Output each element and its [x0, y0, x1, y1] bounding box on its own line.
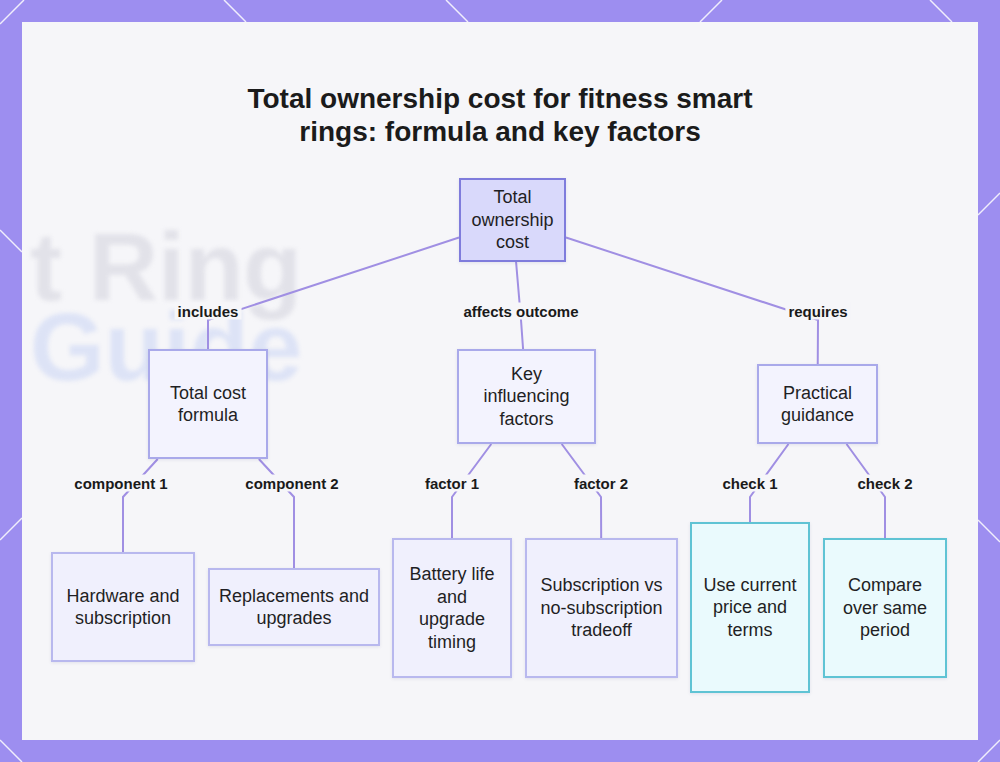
edge-label: component 1 — [71, 475, 170, 492]
node-text: Hardware and subscription — [61, 585, 185, 630]
leaf-box: Compare over same period — [823, 538, 947, 678]
branch-box: Key influencing factors — [457, 349, 596, 444]
node-text: Total cost formula — [158, 382, 258, 427]
node-text: Practical guidance — [767, 382, 868, 427]
node-text: Compare over same period — [833, 574, 937, 642]
edge-label: factor 2 — [571, 475, 631, 492]
node-text: Total ownership cost — [469, 186, 556, 254]
node-text: Subscription vs no-subscription tradeoff — [535, 574, 668, 642]
edge-label: check 1 — [719, 475, 780, 492]
leaf-box: Battery life and upgrade timing — [392, 538, 512, 678]
edge-label: requires — [785, 303, 850, 320]
branch-box: Practical guidance — [757, 364, 878, 444]
node-text: Battery life and upgrade timing — [402, 563, 502, 653]
node-text: Replacements and upgrades — [218, 585, 370, 630]
edge-label: component 2 — [242, 475, 341, 492]
leaf-box: Replacements and upgrades — [208, 568, 380, 646]
root-box: Total ownership cost — [459, 178, 566, 262]
edge-label: affects outcome — [460, 303, 581, 320]
connector-line — [123, 459, 158, 552]
edge-label: includes — [175, 303, 242, 320]
leaf-box: Subscription vs no-subscription tradeoff — [525, 538, 678, 678]
leaf-box: Use current price and terms — [690, 522, 810, 693]
edge-label: check 2 — [854, 475, 915, 492]
connector-line — [208, 238, 459, 349]
leaf-box: Hardware and subscription — [51, 552, 195, 662]
node-text: Key influencing factors — [467, 363, 586, 431]
edge-label: factor 1 — [422, 475, 482, 492]
diagram-title: Total ownership cost for fitness smart r… — [227, 82, 773, 148]
connector-line — [566, 238, 818, 364]
node-text: Use current price and terms — [700, 574, 800, 642]
branch-box: Total cost formula — [148, 349, 268, 459]
